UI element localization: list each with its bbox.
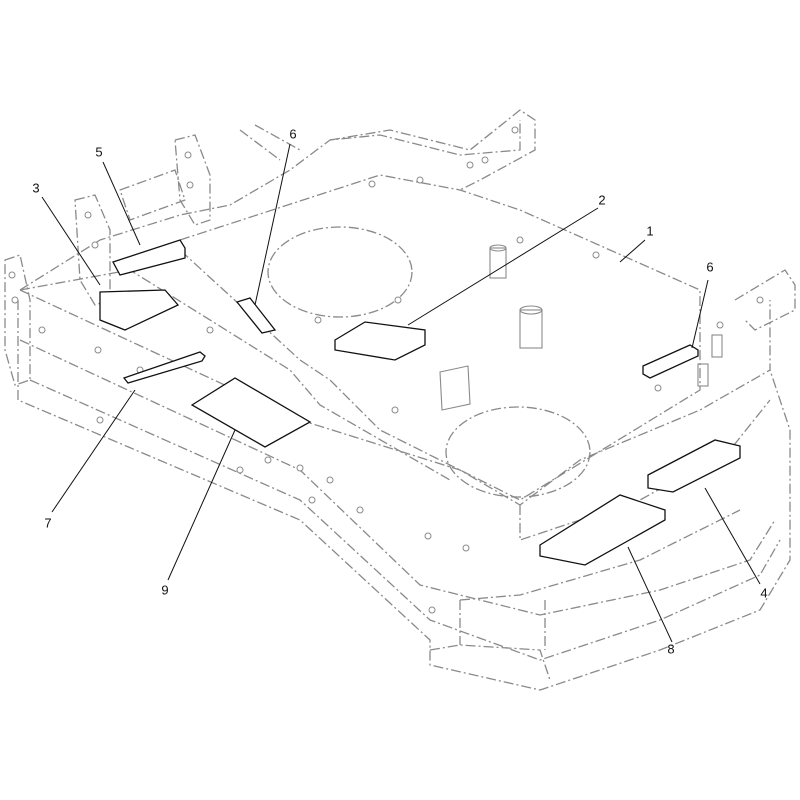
decal-item-3 [99,289,180,331]
leader-5 [102,161,141,246]
callout-8: 8 [667,641,674,656]
callout-9: 9 [161,582,168,597]
leader-lines [41,143,761,643]
leader-3 [41,196,101,286]
deck-housing [4,109,796,691]
callout-5: 5 [95,144,102,159]
callout-numbers: 1 2 3 4 5 6 6 7 8 9 [32,126,767,656]
leader-2 [407,207,599,326]
leader-4 [704,487,761,585]
callout-1: 1 [646,223,653,238]
callout-6b: 6 [706,259,713,274]
decal-item-2 [334,321,426,361]
decal-item-8 [539,494,666,566]
decal-item-5 [112,239,186,276]
decal-item-9 [190,377,312,448]
callout-6a: 6 [289,126,296,141]
decal-item-7 [122,351,206,384]
leader-7 [51,389,136,513]
callout-4: 4 [760,585,767,600]
decal-item-6a [235,297,277,334]
leader-8 [627,546,673,643]
leader-6b [691,279,709,349]
callout-2: 2 [598,192,605,207]
callout-3: 3 [32,180,39,195]
leader-6a [254,143,291,306]
decal-item-6b [642,344,699,379]
callout-7: 7 [44,515,51,530]
leader-1 [619,239,646,263]
decal-item-4 [647,439,741,493]
leader-9 [167,429,236,581]
decals [99,239,741,566]
